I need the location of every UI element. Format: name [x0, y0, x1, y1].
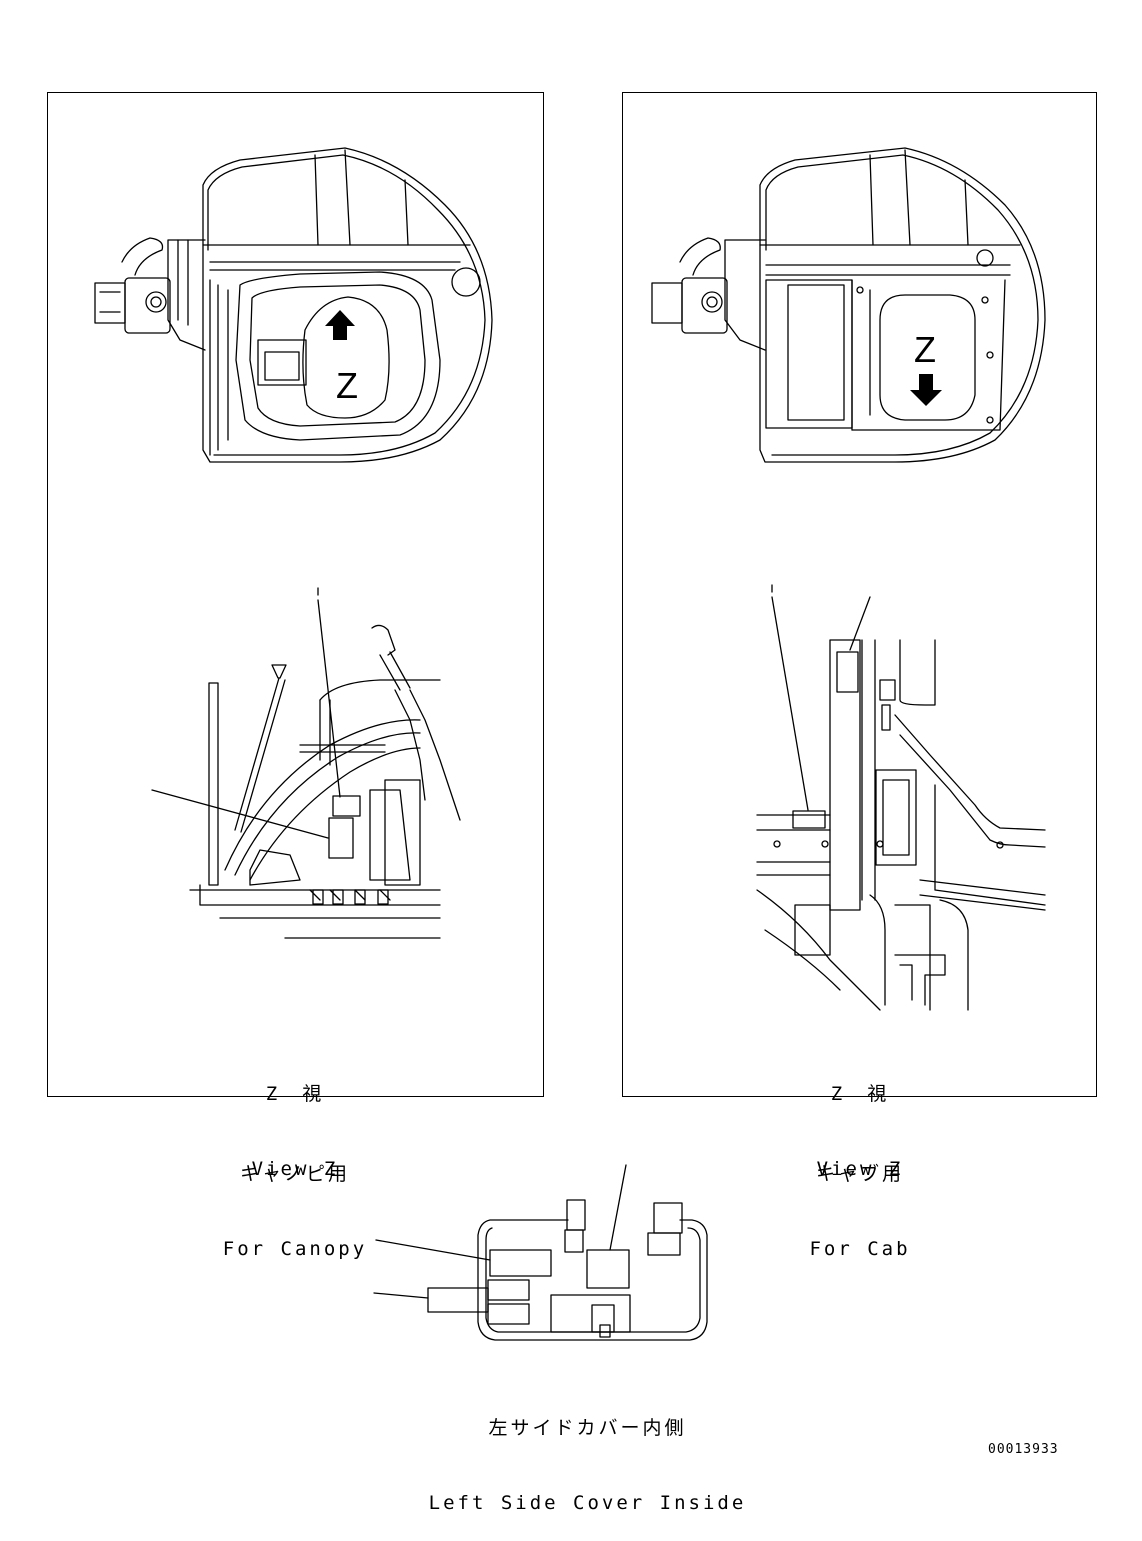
canopy-view-title-en: View Z — [251, 1158, 339, 1180]
decal-label-box — [487, 1303, 530, 1325]
canopy-view-frame — [47, 92, 544, 1097]
document-id: 00013933 — [988, 1442, 1059, 1457]
side-cover-caption-en: Left Side Cover Inside — [428, 1492, 747, 1514]
decal-label-box — [792, 810, 826, 829]
parts-diagram: Z Z — [94, 147, 1046, 1341]
leader-line — [771, 596, 809, 811]
decal-label-box — [586, 1249, 630, 1289]
cab-caption-jp: キャブ用 — [815, 1163, 904, 1185]
leader-line — [609, 1164, 627, 1251]
canopy-caption: キャノピ用 For Canopy — [180, 1112, 410, 1287]
canopy-caption-jp: キャノピ用 — [239, 1163, 350, 1185]
canopy-side-view — [151, 587, 461, 939]
cab-view-title-en: View Z — [816, 1158, 904, 1180]
leader-line — [317, 599, 341, 798]
canopy-view-arrow-icon — [325, 310, 355, 340]
side-cover-caption-jp: 左サイドカバー内側 — [488, 1417, 687, 1439]
canopy-view-title: Z 視 View Z — [195, 1032, 395, 1207]
canopy-view-marker: Z — [336, 365, 358, 406]
decal-label-box — [489, 1249, 552, 1277]
cab-view-arrow-icon — [910, 374, 942, 406]
cab-view-frame — [622, 92, 1097, 1097]
decal-label-box — [328, 817, 354, 859]
canopy-caption-en: For Canopy — [222, 1238, 368, 1260]
canopy-view-title-jp: Z 視 — [265, 1083, 325, 1105]
leader-line — [849, 596, 871, 651]
decal-label-box — [332, 795, 361, 817]
canopy-top-view — [94, 147, 493, 463]
cab-view-title: Z 視 View Z — [760, 1032, 960, 1207]
leader-line — [375, 1239, 491, 1261]
cab-view-marker: Z — [914, 329, 936, 370]
decal-label-box — [487, 1279, 530, 1301]
cab-caption: キャブ用 For Cab — [760, 1112, 960, 1287]
cab-view-title-jp: Z 視 — [830, 1083, 890, 1105]
leader-line — [373, 1292, 429, 1299]
cab-caption-en: For Cab — [809, 1238, 911, 1260]
left-side-cover-view — [373, 1164, 708, 1341]
side-cover-caption: 左サイドカバー内側 Left Side Cover Inside — [420, 1366, 755, 1541]
cab-side-view — [756, 584, 1046, 1011]
cab-top-view — [651, 147, 1046, 463]
